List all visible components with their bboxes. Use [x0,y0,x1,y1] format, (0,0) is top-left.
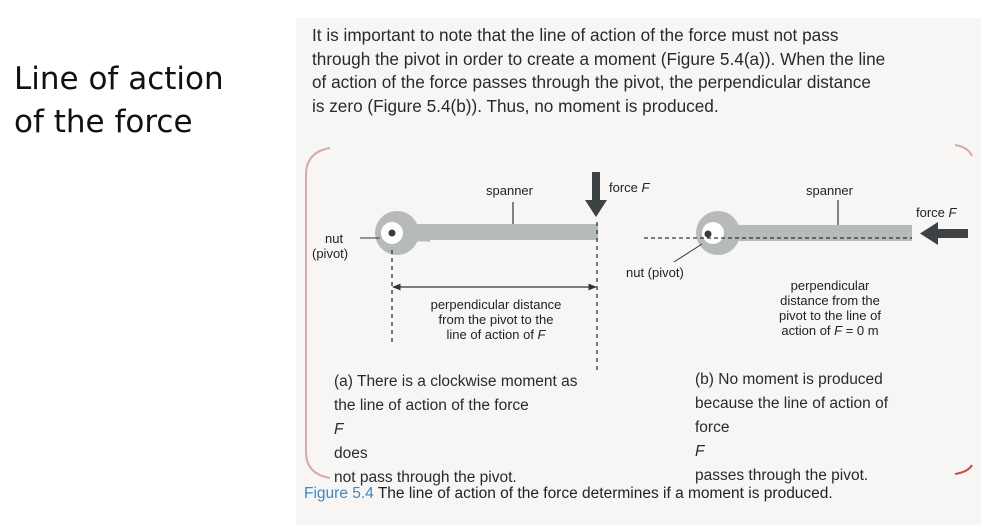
caption-a: (a) There is a clockwise moment as the l… [334,373,578,486]
distance-label-b: perpendicular distance from the pivot to… [779,278,881,338]
figure-frame-right-top [954,144,973,157]
force-label-a: force F [609,180,650,195]
textbook-page [296,18,981,525]
spanner-b [696,211,912,255]
figure-frame-left [305,147,331,479]
spanner-label-a: spanner [486,183,533,198]
intro-line-4: is zero (Figure 5.4(b)). Thus, no moment… [312,95,719,116]
spanner-label-b: spanner [806,183,853,198]
nut-label-b: nut (pivot) [626,265,684,280]
slide-title-line-1: Line of action [14,61,224,97]
slide-title-line-2: of the force [14,104,193,140]
caption-b: (b) No moment is produced because the li… [695,371,889,484]
slide-title: Line of action of the force [14,58,224,144]
force-label-b: force F [916,205,957,220]
intro-line-1: It is important to note that the line of… [312,25,839,45]
spanner-a [375,211,598,255]
nut-label-a-1: nut [325,231,344,246]
distance-label-a: perpendicular distance from the pivot to… [430,297,562,342]
nut-label-a-2: (pivot) [312,246,349,261]
figure-frame-right-bottom [954,464,973,475]
intro-line-2: through the pivot in order to create a m… [312,48,886,69]
figure-caption: Figure 5.4 The line of action of the for… [304,485,833,503]
force-arrow-a [585,172,607,217]
figure-number: Figure 5.4 [304,485,374,502]
intro-line-3: of action of the force passes through th… [312,72,871,92]
figure-caption-text: The line of action of the force determin… [373,485,833,502]
intro-paragraph: It is important to note that the line of… [312,24,972,118]
pivot-a [388,229,396,237]
force-arrow-b [920,222,968,245]
pivot-b [704,230,712,238]
